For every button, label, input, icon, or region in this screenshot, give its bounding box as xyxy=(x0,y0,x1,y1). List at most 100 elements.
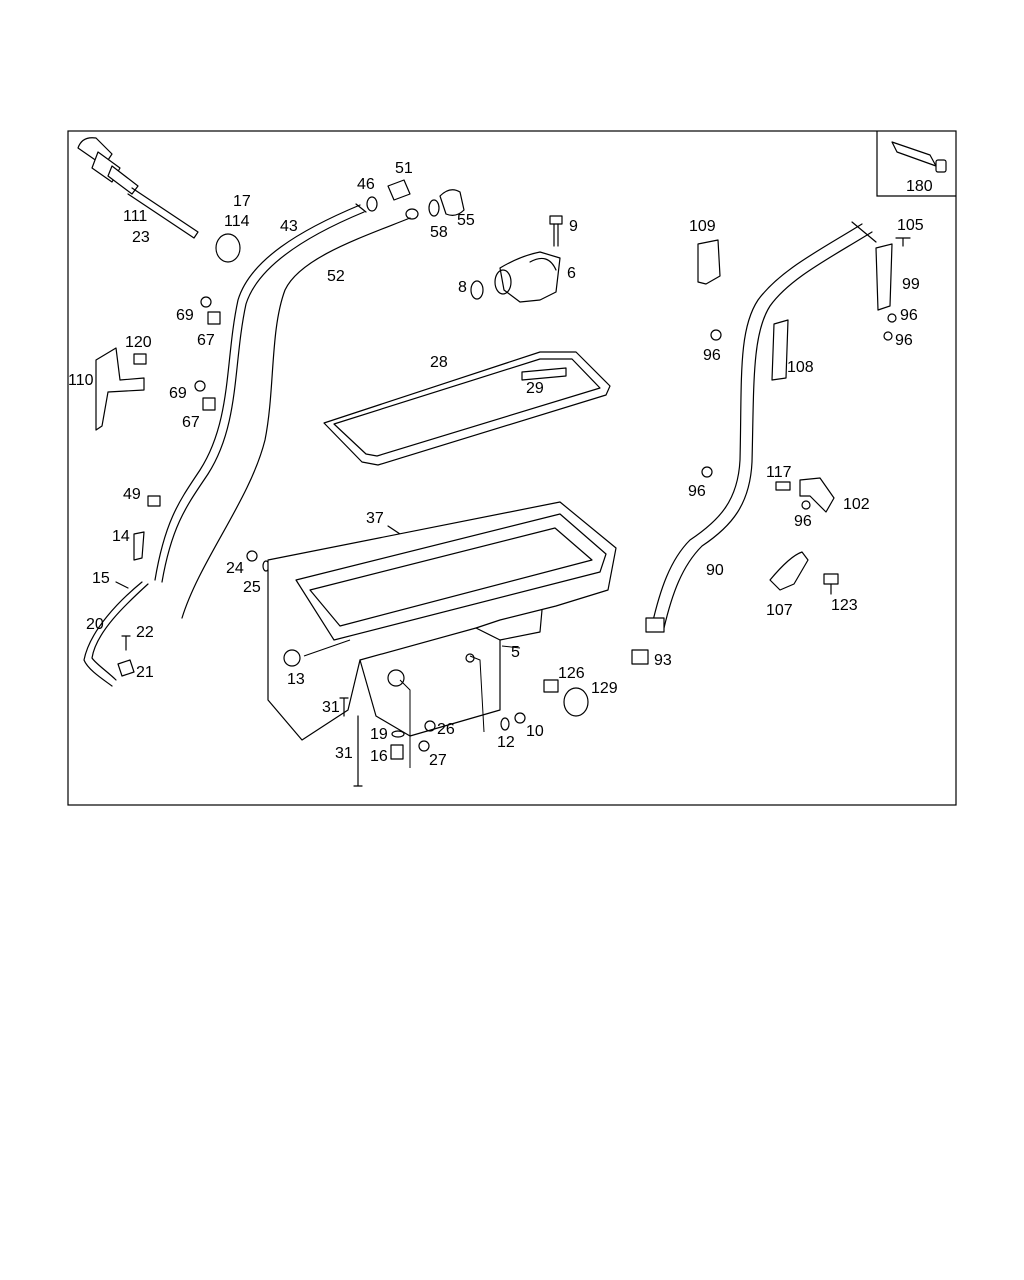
pin-117 xyxy=(775,481,791,491)
callout-31-a: 31 xyxy=(322,699,340,716)
callout-5: 5 xyxy=(511,644,520,661)
bracket-110 xyxy=(95,347,147,431)
hose-20 xyxy=(83,581,149,687)
elbow-fitting-6 xyxy=(494,251,561,303)
cap-129 xyxy=(563,687,589,717)
callout-13: 13 xyxy=(287,671,305,688)
callout-26: 26 xyxy=(437,721,455,738)
plug-16 xyxy=(390,744,404,760)
bolt-31-a xyxy=(339,697,349,717)
gasket-tab-29 xyxy=(521,367,567,381)
inset-box-180 xyxy=(876,131,956,197)
guide-tube-90 xyxy=(645,221,877,633)
callout-21: 21 xyxy=(136,664,154,681)
callout-114: 114 xyxy=(224,213,250,230)
bolt-9 xyxy=(549,215,563,247)
callout-67-a: 67 xyxy=(197,332,215,349)
callout-24: 24 xyxy=(226,560,244,577)
bolt-123 xyxy=(823,573,839,595)
callout-67-b: 67 xyxy=(182,414,200,431)
callout-27: 27 xyxy=(429,752,447,769)
clip-37 xyxy=(387,525,401,535)
leader-lines xyxy=(303,639,521,768)
callout-55: 55 xyxy=(457,212,475,229)
callout-108: 108 xyxy=(787,359,814,376)
callout-180: 180 xyxy=(906,178,933,195)
ring-10 xyxy=(514,712,526,724)
callout-69-a: 69 xyxy=(176,307,194,324)
callout-129: 129 xyxy=(591,680,618,697)
bracket-108 xyxy=(771,319,789,381)
callout-20: 20 xyxy=(86,616,104,633)
ring-12 xyxy=(500,717,510,731)
clip-67-a xyxy=(207,311,221,325)
plug-126 xyxy=(543,679,559,693)
o-ring-19 xyxy=(391,730,405,738)
ring-26 xyxy=(424,720,436,732)
callout-102: 102 xyxy=(843,496,870,513)
callout-16: 16 xyxy=(370,748,388,765)
callout-96-c: 96 xyxy=(703,347,721,364)
clip-15 xyxy=(115,581,129,589)
nut-96-e xyxy=(801,500,811,510)
callout-109: 109 xyxy=(689,218,716,235)
fitting-93 xyxy=(631,649,649,665)
fitting-21 xyxy=(117,659,135,677)
diagram-frame xyxy=(67,130,957,806)
callout-111: 111 xyxy=(123,208,147,225)
callout-37: 37 xyxy=(366,510,384,527)
callout-58: 58 xyxy=(430,224,448,241)
callout-96-e: 96 xyxy=(794,513,812,530)
callout-96-d: 96 xyxy=(688,483,706,500)
nut-96-a xyxy=(710,329,722,341)
callout-12: 12 xyxy=(497,734,515,751)
bracket-109 xyxy=(697,239,721,285)
plug-13 xyxy=(283,649,301,667)
callout-90: 90 xyxy=(706,562,724,579)
callout-49: 49 xyxy=(123,486,141,503)
connector-55-58 xyxy=(428,189,465,217)
callout-labels: 180 111 23 17 114 43 46 51 55 58 9 6 8 5… xyxy=(68,160,933,769)
callout-9: 9 xyxy=(569,218,578,235)
callout-96-b: 96 xyxy=(895,332,913,349)
bolt-31-b xyxy=(353,715,363,787)
bushing-46-51 xyxy=(366,179,411,212)
callout-10: 10 xyxy=(526,723,544,740)
bolt-105 xyxy=(895,237,911,247)
callout-15: 15 xyxy=(92,570,110,587)
callout-43: 43 xyxy=(280,218,298,235)
callout-69-b: 69 xyxy=(169,385,187,402)
bracket-102 xyxy=(799,477,835,513)
dipstick-52 xyxy=(181,208,419,619)
oil-level-sensor-part xyxy=(77,137,199,239)
callout-107: 107 xyxy=(766,602,793,619)
callout-23: 23 xyxy=(132,229,150,246)
nut-96-b xyxy=(887,313,897,323)
nut-96-d xyxy=(701,466,713,478)
seal-ring-114 xyxy=(215,233,241,263)
ring-27 xyxy=(418,740,430,752)
callout-52: 52 xyxy=(327,268,345,285)
callout-25: 25 xyxy=(243,579,261,596)
callout-99: 99 xyxy=(902,276,920,293)
callout-19: 19 xyxy=(370,726,388,743)
callout-105: 105 xyxy=(897,217,924,234)
dipstick-guide-tube xyxy=(154,203,367,583)
callout-120: 120 xyxy=(125,334,152,351)
callout-96-a: 96 xyxy=(900,307,918,324)
plug-49 xyxy=(147,495,161,507)
oil-pan-gasket-28 xyxy=(323,351,611,466)
callout-117: 117 xyxy=(766,464,792,481)
callout-8: 8 xyxy=(458,279,467,296)
nut-96-c xyxy=(883,331,893,341)
callout-46: 46 xyxy=(357,176,375,193)
callout-6: 6 xyxy=(567,265,576,282)
callout-123: 123 xyxy=(831,597,858,614)
callout-110: 110 xyxy=(68,372,94,389)
nut-69-b xyxy=(194,380,206,392)
sensor-14 xyxy=(133,531,145,561)
oil-pan-5 xyxy=(267,501,617,741)
callout-51: 51 xyxy=(395,160,413,177)
sealant-tube-part xyxy=(891,141,947,173)
